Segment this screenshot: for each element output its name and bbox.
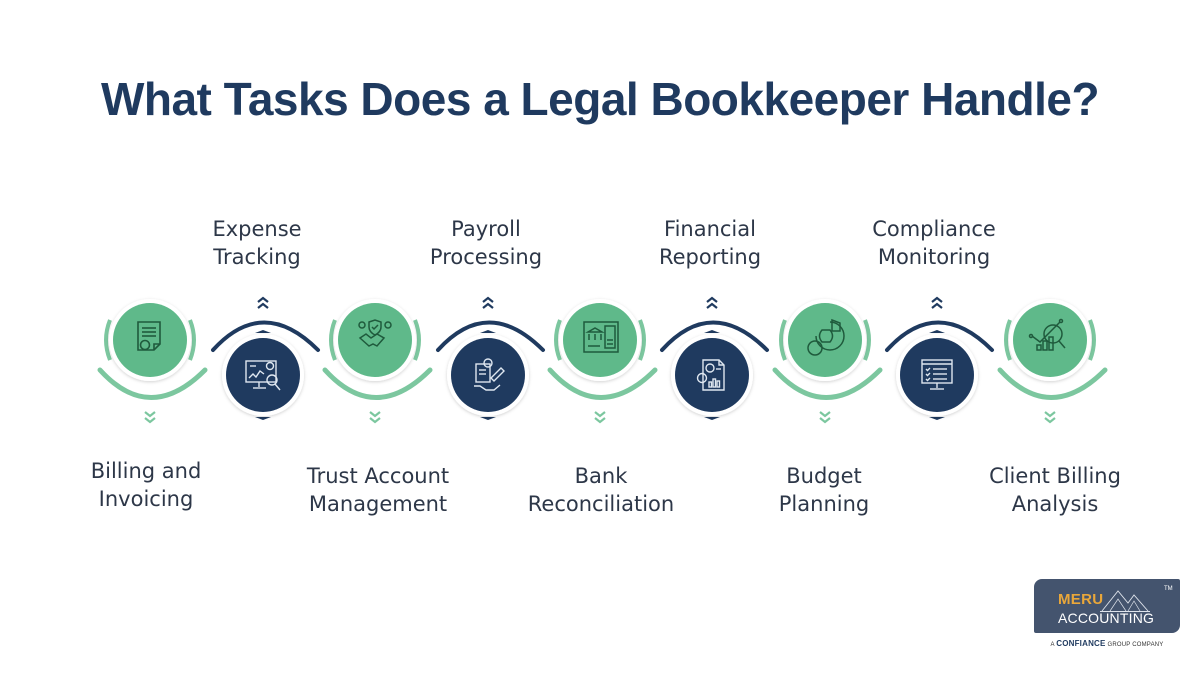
monitor-checklist-icon <box>921 359 953 390</box>
task-label-line2: Analysis <box>1011 492 1099 516</box>
tagline-suffix: GROUP COMPANY <box>1107 642 1164 648</box>
trademark-mark: TM <box>1164 586 1173 592</box>
task-label-line1: Budget <box>786 464 862 488</box>
task-node-client-billing-analysis <box>997 299 1108 424</box>
task-label-line2: Reporting <box>658 245 762 269</box>
hand-payment-icon <box>474 358 505 391</box>
growth-analysis-icon <box>1028 318 1066 351</box>
task-label-line1: Trust Account <box>306 464 450 488</box>
task-label-budget-planning: Budget Planning <box>724 462 924 518</box>
logo-tagline: A CONFIANCE GROUP COMPANY <box>1034 639 1180 648</box>
logo-word-meru: MERU <box>1058 591 1104 608</box>
tagline-brand: CONFIANCE <box>1056 639 1106 648</box>
task-label-payroll-processing: Payroll Processing <box>386 215 586 271</box>
task-label-line2: Management <box>308 492 448 516</box>
task-label-financial-reporting: Financial Reporting <box>610 215 810 271</box>
mountain-icon <box>1100 590 1150 612</box>
task-label-expense-tracking: Expense Tracking <box>157 215 357 271</box>
monitor-chart-magnifier-icon <box>245 360 281 391</box>
task-label-line1: Client Billing <box>989 464 1121 488</box>
tagline-prefix: A <box>1050 642 1055 648</box>
task-node-trust-account <box>322 299 433 424</box>
meru-accounting-logo: MERU TM ACCOUNTING <box>1034 579 1180 633</box>
task-node-expense-tracking <box>211 296 320 420</box>
report-chart-icon <box>696 359 725 391</box>
bank-statement-icon <box>583 321 619 353</box>
task-node-bank-reconciliation <box>547 299 658 424</box>
task-label-line1: Financial <box>664 217 756 241</box>
task-label-line2: Monitoring <box>877 245 991 269</box>
task-label-line1: Payroll <box>451 217 521 241</box>
task-label-line2: Planning <box>778 492 870 516</box>
task-node-compliance-monitoring <box>885 296 994 420</box>
task-label-line1: Expense <box>212 217 302 241</box>
task-label-line1: Compliance <box>872 217 996 241</box>
task-label-trust-account: Trust Account Management <box>278 462 478 518</box>
task-label-compliance-monitoring: Compliance Monitoring <box>834 215 1034 271</box>
page-title: What Tasks Does a Legal Bookkeeper Handl… <box>100 73 1100 125</box>
task-label-line2: Tracking <box>213 245 301 269</box>
invoice-document-icon <box>137 321 161 351</box>
handshake-shield-icon <box>358 319 392 347</box>
task-label-line2: Processing <box>429 245 543 269</box>
task-label-line2: Invoicing <box>98 487 194 511</box>
task-node-billing-invoicing <box>97 299 208 424</box>
task-label-line1: Bank <box>574 464 628 488</box>
money-bag-pie-icon <box>807 318 845 356</box>
task-node-budget-planning <box>772 299 883 424</box>
task-node-payroll-processing <box>436 296 545 420</box>
task-label-billing-invoicing: Billing and Invoicing <box>46 457 246 513</box>
task-label-line1: Billing and <box>90 459 202 483</box>
task-label-line2: Reconciliation <box>527 492 675 516</box>
task-label-bank-reconciliation: Bank Reconciliation <box>501 462 701 518</box>
task-node-financial-reporting <box>660 296 769 420</box>
logo-word-accounting: ACCOUNTING <box>1058 610 1155 626</box>
task-label-client-billing-analysis: Client Billing Analysis <box>955 462 1155 518</box>
